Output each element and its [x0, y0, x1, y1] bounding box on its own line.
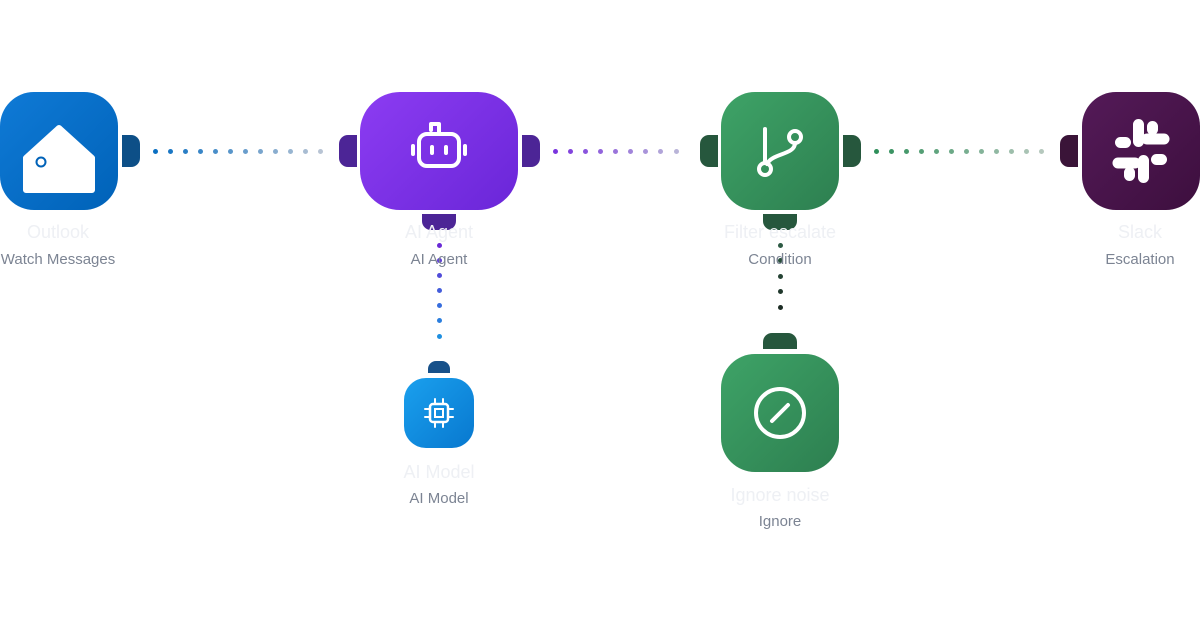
filter-input-port[interactable]	[700, 135, 718, 167]
connector-dot	[777, 273, 783, 279]
ignore-title: Ignore noise	[730, 485, 830, 505]
slack-title: Slack	[1117, 222, 1162, 242]
connector-dot	[167, 148, 173, 154]
filter-subtitle: Condition	[748, 251, 812, 268]
connector-dot	[918, 148, 924, 154]
outlook-output-port[interactable]	[122, 135, 140, 167]
connector-dot	[1023, 148, 1029, 154]
ban-icon	[754, 387, 806, 439]
outlook-tile[interactable]	[0, 92, 118, 210]
connector-dot	[1008, 148, 1014, 154]
connector-dot	[227, 148, 233, 154]
ai-model-tile[interactable]	[404, 378, 474, 448]
slack-input-port[interactable]	[1060, 135, 1078, 167]
ai-agent-output-port[interactable]	[522, 135, 540, 167]
ai-model-title: AI Model	[403, 462, 475, 482]
filter-fallback-port[interactable]	[763, 214, 797, 230]
ai-model-input-port[interactable]	[428, 361, 450, 373]
outlook-title: Outlook	[26, 222, 90, 242]
ai-agent-tile[interactable]	[360, 92, 518, 210]
connector-dot	[873, 148, 879, 154]
connector-dot	[643, 148, 649, 154]
outlook-subtitle: Watch Messages	[0, 251, 116, 268]
branch-icon	[757, 127, 803, 177]
ai-agent-model-port[interactable]	[422, 214, 456, 230]
ignore-tile[interactable]	[721, 354, 839, 472]
chip-icon	[424, 398, 454, 428]
connector-dot	[317, 148, 323, 154]
connector-dot	[963, 148, 969, 154]
connector-dot	[436, 288, 442, 293]
slack-subtitle: Escalation	[1105, 251, 1175, 268]
slack-tile[interactable]	[1082, 92, 1200, 210]
connector-dot	[948, 148, 954, 154]
connector-dot	[1038, 148, 1044, 154]
connector-dot	[777, 304, 783, 310]
connector-dot	[436, 333, 442, 339]
connector-dot	[582, 148, 588, 154]
connector-dot	[552, 148, 558, 154]
connector-dot	[436, 242, 442, 248]
connector-dot	[888, 148, 894, 154]
connector-dot	[436, 303, 442, 309]
filter-title: Filter escalate	[723, 222, 837, 242]
connector-dot	[903, 148, 909, 154]
connector-dot	[272, 148, 278, 154]
connector-dot	[302, 148, 308, 154]
connector-dot	[257, 148, 263, 154]
connector-dot	[597, 148, 603, 154]
connector-dot	[673, 148, 679, 154]
connector-dot	[628, 148, 634, 154]
connector-dot	[658, 148, 664, 154]
robot-icon	[411, 122, 467, 168]
connector-dot	[613, 148, 618, 154]
connector-dot	[777, 258, 783, 263]
ai-agent-input-port[interactable]	[339, 135, 357, 167]
connector-dot	[197, 148, 203, 154]
connector-dot	[182, 148, 188, 154]
connector-dot	[567, 148, 573, 154]
connector-dot	[777, 289, 783, 294]
ignore-input-port[interactable]	[763, 333, 797, 349]
connector-dot	[436, 257, 442, 263]
ai-agent-subtitle: AI Agent	[410, 251, 468, 268]
filter-tile[interactable]	[721, 92, 839, 210]
filter-output-port[interactable]	[843, 135, 861, 167]
ignore-subtitle: Ignore	[758, 513, 802, 530]
connector-dot	[978, 148, 984, 154]
connector-dot	[436, 272, 442, 278]
slack-icon	[1112, 119, 1170, 183]
connector-dot	[777, 242, 783, 248]
connector-dot	[242, 148, 248, 154]
house-icon	[23, 125, 95, 193]
connector-dot	[933, 148, 939, 154]
connector-dot	[212, 148, 218, 154]
ai-model-subtitle: AI Model	[409, 490, 469, 507]
connector-dot	[993, 148, 999, 154]
connector-dot	[287, 148, 293, 154]
connector-dot	[436, 318, 442, 324]
connector-dot	[152, 148, 158, 154]
ai-agent-title: AI Agent	[404, 222, 474, 242]
